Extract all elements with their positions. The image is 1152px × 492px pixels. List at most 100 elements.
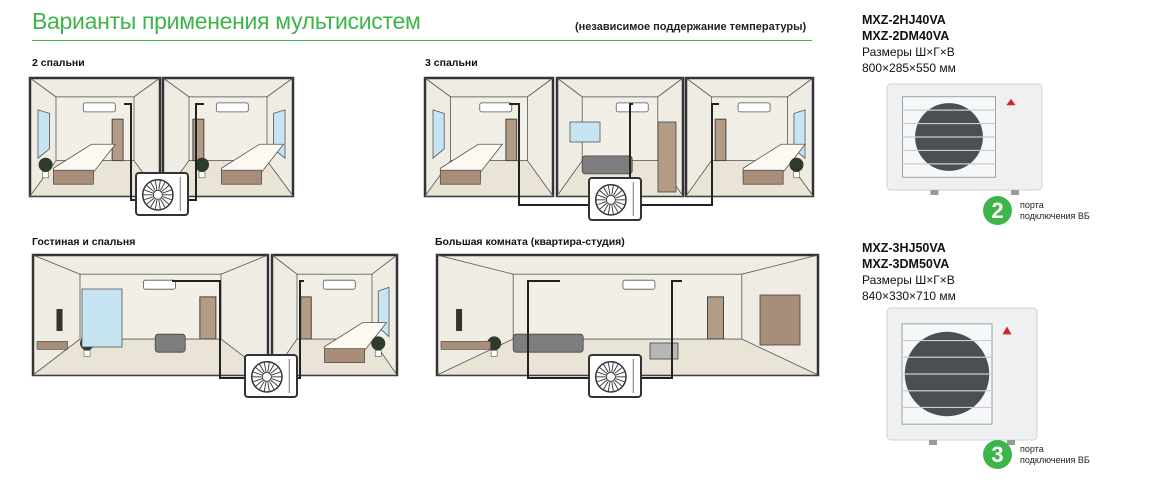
indoor-unit xyxy=(737,102,771,113)
room-edge xyxy=(220,254,269,275)
fan-blade xyxy=(613,187,619,196)
dims-label: Размеры Ш×Г×В xyxy=(862,45,955,59)
fan-blade xyxy=(597,201,607,206)
fan-blade xyxy=(597,378,607,383)
ports-caption: порта подключения ВБ xyxy=(1020,444,1090,466)
room-edge xyxy=(266,77,294,98)
door xyxy=(300,296,312,340)
room-edge xyxy=(436,254,514,275)
fan-blade xyxy=(270,379,279,387)
room-edge xyxy=(657,77,684,98)
plant-pot xyxy=(793,171,800,179)
plant xyxy=(371,336,386,351)
outdoor-unit xyxy=(244,354,298,398)
fan-blade xyxy=(144,196,154,201)
door xyxy=(707,296,725,340)
outdoor-unit-photo xyxy=(886,307,1038,445)
fan-blade xyxy=(603,364,609,373)
room-edge xyxy=(32,254,81,275)
fan-blade xyxy=(599,379,608,387)
fan-blade xyxy=(271,371,281,376)
fan-blade xyxy=(611,362,614,372)
room-edge xyxy=(162,77,190,98)
sofa xyxy=(154,333,186,353)
unit-foot xyxy=(1007,440,1015,445)
window xyxy=(37,109,50,160)
fan-blade xyxy=(259,381,265,390)
ports-caption-line: подключения ВБ xyxy=(1020,455,1090,465)
fan-hub xyxy=(605,194,616,205)
model-2port-info: MXZ-2HJ40VA MXZ-2DM40VA Размеры Ш×Г×В 80… xyxy=(862,12,956,76)
model-3port-info: MXZ-3HJ50VA MXZ-3DM50VA Размеры Ш×Г×В 84… xyxy=(862,240,956,304)
fan-blade xyxy=(613,381,619,390)
model-name: MXZ-2DM40VA xyxy=(862,29,950,43)
tv xyxy=(456,309,463,331)
unit-foot xyxy=(1011,190,1019,195)
indoor-unit xyxy=(479,102,513,113)
outdoor-unit xyxy=(588,354,642,398)
fan-blade xyxy=(613,204,619,213)
outdoor-unit-photo xyxy=(886,83,1043,195)
fan-blade xyxy=(259,364,265,373)
room-edge xyxy=(556,77,583,98)
refrigerant-pipe xyxy=(172,280,250,379)
fan-blade xyxy=(615,194,625,199)
room xyxy=(28,76,162,198)
fan-blade xyxy=(161,197,170,205)
fan-blade xyxy=(150,182,156,191)
fan-blade xyxy=(263,381,267,392)
scenario-label-studio: Большая комната (квартира-студия) xyxy=(435,236,625,248)
fan-blade xyxy=(146,197,155,205)
indoor-unit xyxy=(215,102,249,113)
ports-caption-line: подключения ВБ xyxy=(1020,211,1090,221)
door xyxy=(714,118,727,162)
indoor-unit xyxy=(322,279,356,290)
window xyxy=(569,121,601,143)
tv-stand xyxy=(36,341,68,350)
refrigerant-pipe xyxy=(640,103,719,206)
dims-label: Размеры Ш×Г×В xyxy=(862,273,955,287)
bed-frame xyxy=(221,169,262,185)
refrigerant-pipe xyxy=(629,103,633,180)
ports-caption: порта подключения ВБ xyxy=(1020,200,1090,222)
sofa xyxy=(512,333,584,353)
fan-blade xyxy=(154,199,158,210)
model-name: MXZ-3DM50VA xyxy=(862,257,950,271)
room xyxy=(161,76,295,198)
indoor-unit xyxy=(143,279,176,290)
room xyxy=(684,76,815,198)
room-edge xyxy=(741,254,819,275)
fan-blade xyxy=(154,180,158,190)
ports-count-badge: 3 xyxy=(983,440,1012,469)
refrigerant-pipe xyxy=(509,103,592,206)
plant-pot xyxy=(42,171,49,179)
door xyxy=(505,118,518,162)
title-divider xyxy=(32,40,812,41)
fan-blade xyxy=(144,189,154,194)
fan-blade xyxy=(255,367,264,374)
room-edge xyxy=(29,77,57,98)
fan-blade xyxy=(597,194,607,199)
room-edge xyxy=(685,77,712,98)
bed-frame xyxy=(53,169,94,185)
fan-blade xyxy=(615,378,625,383)
fan-blade xyxy=(607,362,611,372)
fan-blade xyxy=(270,367,279,374)
fan-blade xyxy=(613,364,619,373)
fan-hub xyxy=(152,189,163,200)
room-edge xyxy=(271,254,298,275)
fan-blade xyxy=(607,381,611,392)
fan-blade xyxy=(614,190,623,197)
scenario-label-living-bedroom: Гостиная и спальня xyxy=(32,236,136,248)
fan-blade xyxy=(150,199,156,208)
fan-blade xyxy=(597,371,607,376)
fan-blade xyxy=(603,381,609,390)
room-edge xyxy=(371,254,398,275)
plant-pot xyxy=(374,350,382,357)
sofa xyxy=(581,155,633,175)
unit-foot xyxy=(930,190,939,195)
fan-blade xyxy=(599,367,608,374)
model-name: MXZ-2HJ40VA xyxy=(862,13,946,27)
ports-caption-line: порта xyxy=(1020,200,1044,210)
